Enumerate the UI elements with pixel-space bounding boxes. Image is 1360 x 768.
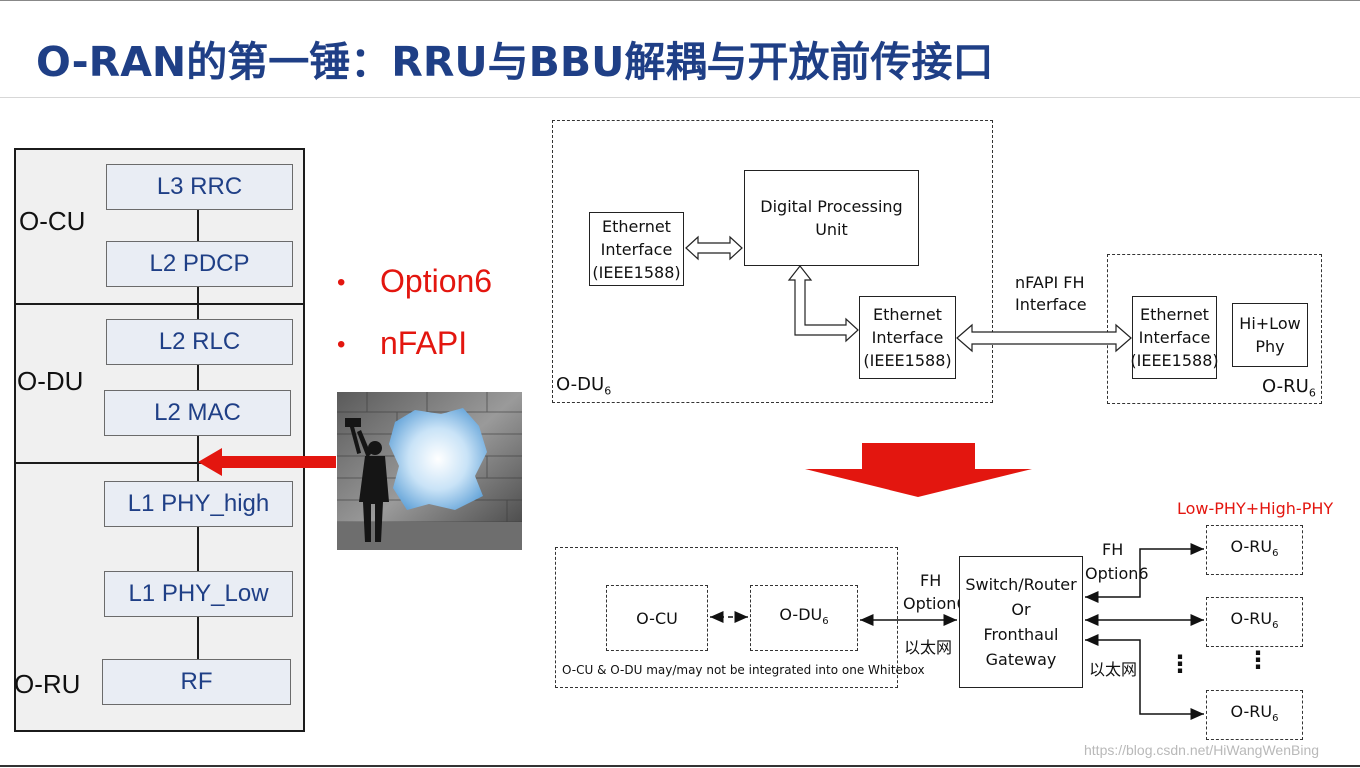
oru-1-sub: 6 — [1272, 548, 1279, 560]
odu-label-sub: 6 — [604, 384, 612, 398]
switch-line4: Gateway — [985, 650, 1057, 669]
du-eth-line2: Interface — [600, 239, 673, 259]
layer-l1-phy-high: L1 PHY_high — [104, 481, 293, 527]
bottom-border — [0, 765, 1360, 767]
du-eth-line1: Ethernet — [602, 216, 671, 236]
oru-2-sub: 6 — [1272, 620, 1279, 632]
switch-line1: Switch/Router — [965, 575, 1077, 594]
oru-box-1: O-RU6 — [1206, 525, 1303, 575]
oru-2-label: O-RU6 — [1230, 607, 1278, 637]
layer-l2-rlc: L2 RLC — [106, 319, 293, 365]
ocu-label: O-CU — [636, 608, 678, 628]
layer-rf: RF — [102, 659, 291, 705]
oru-label-sub: 6 — [1308, 386, 1316, 400]
title-divider — [0, 97, 1360, 98]
switch-line2: Or — [1011, 600, 1031, 619]
ru-eth-line2: Interface — [1138, 328, 1211, 347]
switch-router-gateway: Switch/Router Or Fronthaul Gateway — [959, 556, 1083, 688]
du-eth2-line3: (IEEE1588) — [863, 351, 952, 370]
oru-label-text: O-RU — [1262, 376, 1309, 397]
bullet-marker: • — [337, 331, 346, 358]
phy-note: Low-PHY+High-PHY — [1177, 499, 1334, 518]
fh-label-line1: nFAPI FH — [1015, 273, 1085, 292]
split-arrow — [198, 448, 336, 476]
fh-left-line1: FH — [920, 571, 942, 590]
group-label-ocu: O-CU — [19, 206, 86, 236]
layer-l2-pdcp: L2 PDCP — [106, 241, 293, 287]
odu-boundary — [552, 120, 993, 403]
oru-1-label: O-RU6 — [1230, 535, 1278, 565]
switch-line3: Fronthaul — [983, 625, 1059, 644]
layer-l1-phy-low: L1 PHY_Low — [104, 571, 293, 617]
du-ethernet-interface: Ethernet Interface (IEEE1588) — [589, 212, 684, 286]
du-eth-line3: (IEEE1588) — [592, 262, 681, 282]
bullet-option6: Option6 — [380, 263, 493, 299]
oru-1-text: O-RU — [1230, 536, 1273, 556]
fh-right-line2: Option6 — [1085, 564, 1149, 583]
page-title: O-RAN的第一锤：RRU与BBU解耦与开放前传接口 — [36, 38, 994, 86]
odu-box: O-DU6 — [750, 585, 858, 651]
layer-l3-rrc: L3 RRC — [106, 164, 293, 210]
fh-option6-left-2: Option6 — [903, 594, 967, 613]
odu-label: O-DU6 — [556, 374, 611, 398]
oru-label: O-RU6 — [1262, 376, 1316, 400]
ethernet-label-right: 以太网 — [1089, 660, 1138, 679]
group-label-odu: O-DU — [17, 366, 84, 396]
fh-option6-left: FH — [920, 569, 941, 593]
ethernet-label-left: 以太网 — [904, 638, 953, 657]
watermark: https://blog.csdn.net/HiWangWenBing — [1084, 742, 1320, 758]
ellipsis-left: ⋮ — [1168, 650, 1192, 678]
ocu-box: O-CU — [606, 585, 708, 651]
ru-eth-line1: Ethernet — [1140, 305, 1209, 324]
oru-box-3: O-RU6 — [1206, 690, 1303, 740]
du-eth2-line1: Ethernet — [873, 305, 942, 324]
oru-2-text: O-RU — [1230, 608, 1273, 628]
stack-divider-cu-du — [14, 303, 305, 305]
oru-3-label: O-RU6 — [1230, 700, 1278, 730]
wall-breaking-image — [337, 392, 522, 550]
hilow-line1: Hi+Low — [1239, 314, 1301, 333]
odu-text: O-DU — [779, 604, 823, 624]
layer-l2-mac: L2 MAC — [104, 390, 291, 436]
digital-processing-unit: Digital Processing Unit — [744, 170, 919, 266]
oru-3-text: O-RU — [1230, 701, 1273, 721]
whitebox-note: O-CU & O-DU may/may not be integrated in… — [562, 663, 925, 677]
oru-box-2: O-RU6 — [1206, 597, 1303, 647]
ru-ethernet-interface: Ethernet Interface (IEEE1588) — [1130, 296, 1219, 379]
top-border — [0, 0, 1360, 1]
odu-box-label: O-DU6 — [779, 603, 828, 633]
hilow-line2: Phy — [1255, 337, 1285, 356]
du-fh-ethernet-interface: Ethernet Interface (IEEE1588) — [859, 296, 956, 379]
ellipsis-right: ⋮ — [1246, 646, 1270, 674]
fh-label-line2: Interface — [1015, 295, 1087, 314]
evolution-arrow — [805, 443, 1032, 497]
fh-right-line1: FH — [1102, 540, 1124, 559]
group-label-oru: O-RU — [14, 669, 81, 699]
ru-eth-line3: (IEEE1588) — [1130, 351, 1219, 370]
fh-interface-label: nFAPI FH Interface — [1015, 272, 1087, 316]
odu-label-text: O-DU — [556, 374, 605, 395]
oru-3-sub: 6 — [1272, 713, 1279, 725]
bullet-marker: • — [337, 269, 346, 296]
du-eth2-line2: Interface — [871, 328, 944, 347]
bullet-nfapi: nFAPI — [380, 325, 468, 361]
dpu-label: Digital Processing Unit — [760, 197, 903, 239]
hi-low-phy: Hi+Low Phy — [1232, 303, 1308, 367]
stack-divider-du-ru — [14, 462, 305, 464]
odu-sub: 6 — [822, 616, 829, 628]
